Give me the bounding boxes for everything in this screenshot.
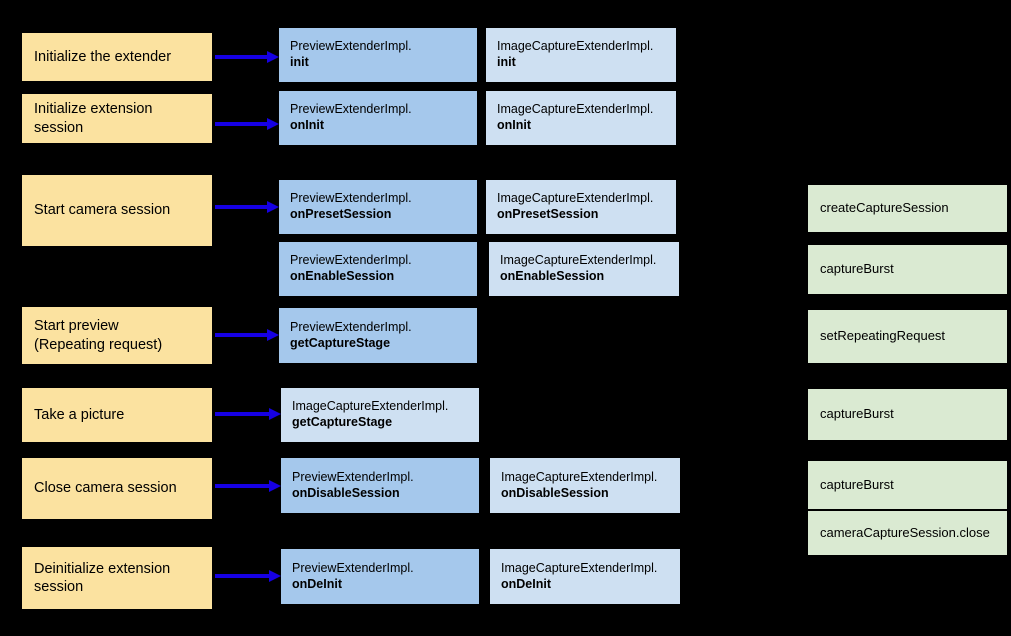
arrow-shaft xyxy=(215,55,267,59)
class-name: PreviewExtenderImpl. xyxy=(290,319,412,334)
preview-ondeinit: PreviewExtenderImpl. onDeInit xyxy=(281,549,479,604)
stage-label-line: Take a picture xyxy=(34,406,125,423)
stage-label-line: (Repeating request) xyxy=(34,336,163,353)
stage-label-line: session xyxy=(34,579,84,595)
camera2-createcapturesession: createCaptureSession xyxy=(808,185,1007,232)
camera2-setrepeatingrequest: setRepeatingRequest xyxy=(808,310,1007,363)
imagecapture-onpresetsession: ImageCaptureExtenderImpl. onPresetSessio… xyxy=(486,180,676,234)
camera2-call-label: captureBurst xyxy=(820,406,894,422)
arrow-head xyxy=(269,408,281,420)
class-name: PreviewExtenderImpl. xyxy=(292,560,414,575)
stage-deinitialize-extension-session: Deinitialize extension session xyxy=(22,547,212,609)
imagecapture-ondisablesession: ImageCaptureExtenderImpl. onDisableSessi… xyxy=(490,458,680,513)
method-name: onDisableSession xyxy=(501,485,609,500)
arrow-shaft xyxy=(215,333,267,337)
camera2-captureburst-still: captureBurst xyxy=(808,389,1007,440)
class-name: ImageCaptureExtenderImpl. xyxy=(501,560,658,575)
method-name: onDisableSession xyxy=(292,485,400,500)
stage-initialize-the-extender: Initialize the extender xyxy=(22,33,212,81)
method-name: getCaptureStage xyxy=(292,415,393,429)
imagecapture-onenablesession: ImageCaptureExtenderImpl. onEnableSessio… xyxy=(489,242,679,296)
stage-label-line: Close camera session xyxy=(34,480,177,497)
camera2-call-label: captureBurst xyxy=(820,261,894,277)
stage-label-line: session xyxy=(34,119,84,136)
class-name: PreviewExtenderImpl. xyxy=(290,253,412,268)
arrow-head xyxy=(267,118,279,130)
preview-onenablesession: PreviewExtenderImpl. onEnableSession xyxy=(279,242,477,296)
arrow-shaft xyxy=(215,484,269,488)
method-name: init xyxy=(290,55,309,69)
method-name: onDeInit xyxy=(501,576,551,591)
arrow-head xyxy=(267,51,279,63)
class-name: PreviewExtenderImpl. xyxy=(292,469,414,484)
stage-take-a-picture: Take a picture xyxy=(22,388,212,442)
class-name: PreviewExtenderImpl. xyxy=(290,191,412,206)
stage-label-line: Initialize extension xyxy=(34,101,153,118)
arrow-head xyxy=(267,201,279,213)
camera2-call-label: captureBurst xyxy=(820,476,894,492)
class-name: ImageCaptureExtenderImpl. xyxy=(497,39,654,54)
camera2-call-label: setRepeatingRequest xyxy=(820,328,946,344)
method-name: onPresetSession xyxy=(290,207,392,221)
method-name: init xyxy=(497,55,516,69)
arrow-head xyxy=(267,329,279,341)
method-name: onPresetSession xyxy=(497,207,599,221)
class-name: ImageCaptureExtenderImpl. xyxy=(501,469,658,484)
class-name: PreviewExtenderImpl. xyxy=(290,39,412,54)
imagecapture-init: ImageCaptureExtenderImpl. init xyxy=(486,28,676,82)
method-name: onEnableSession xyxy=(500,269,605,283)
arrow-shaft xyxy=(215,122,267,126)
arrow-shaft xyxy=(215,412,269,416)
preview-init: PreviewExtenderImpl. init xyxy=(279,28,477,82)
arrow-head xyxy=(269,570,281,582)
class-name: ImageCaptureExtenderImpl. xyxy=(497,102,654,117)
method-name: onInit xyxy=(497,118,532,132)
arrow-head xyxy=(269,480,281,492)
method-name: onEnableSession xyxy=(290,269,395,283)
preview-ondisablesession: PreviewExtenderImpl. onDisableSession xyxy=(281,458,479,513)
method-name: onInit xyxy=(290,118,325,132)
class-name: ImageCaptureExtenderImpl. xyxy=(497,191,654,206)
stage-start-preview: Start preview (Repeating request) xyxy=(22,307,212,364)
imagecapture-ondeinit: ImageCaptureExtenderImpl. onDeInit xyxy=(490,549,680,604)
class-name: ImageCaptureExtenderImpl. xyxy=(292,399,449,414)
method-name: getCaptureStage xyxy=(290,335,391,350)
camera2-captureburst-disable: captureBurst xyxy=(808,461,1007,509)
stage-label-line: Initialize the extender xyxy=(34,48,172,65)
stage-label-line: Start preview xyxy=(34,318,119,335)
stage-label-line: Deinitialize extension xyxy=(34,560,171,577)
arrow-shaft xyxy=(215,205,267,209)
arrow-shaft xyxy=(215,574,269,578)
camera2-captureburst-preset: captureBurst xyxy=(808,245,1007,294)
imagecapture-getcapturestage: ImageCaptureExtenderImpl. getCaptureStag… xyxy=(281,388,479,442)
class-name: ImageCaptureExtenderImpl. xyxy=(500,253,657,268)
stage-close-camera-session: Close camera session xyxy=(22,458,212,519)
preview-oninit: PreviewExtenderImpl. onInit xyxy=(279,91,477,145)
stage-label-line: Start camera session xyxy=(34,202,171,219)
camera2-call-label: createCaptureSession xyxy=(820,200,949,216)
class-name: PreviewExtenderImpl. xyxy=(290,102,412,117)
imagecapture-oninit: ImageCaptureExtenderImpl. onInit xyxy=(486,91,676,145)
camera2-call-label: cameraCaptureSession.close xyxy=(820,524,990,540)
preview-onpresetsession: PreviewExtenderImpl. onPresetSession xyxy=(279,180,477,234)
preview-getcapturestage: PreviewExtenderImpl. getCaptureStage xyxy=(279,308,477,363)
method-name: onDeInit xyxy=(292,576,342,591)
stage-initialize-extension-session: Initialize extension session xyxy=(22,94,212,143)
stage-start-camera-session: Start camera session xyxy=(22,175,212,246)
camera2-cameracapturesession-close: cameraCaptureSession.close xyxy=(808,511,1007,555)
